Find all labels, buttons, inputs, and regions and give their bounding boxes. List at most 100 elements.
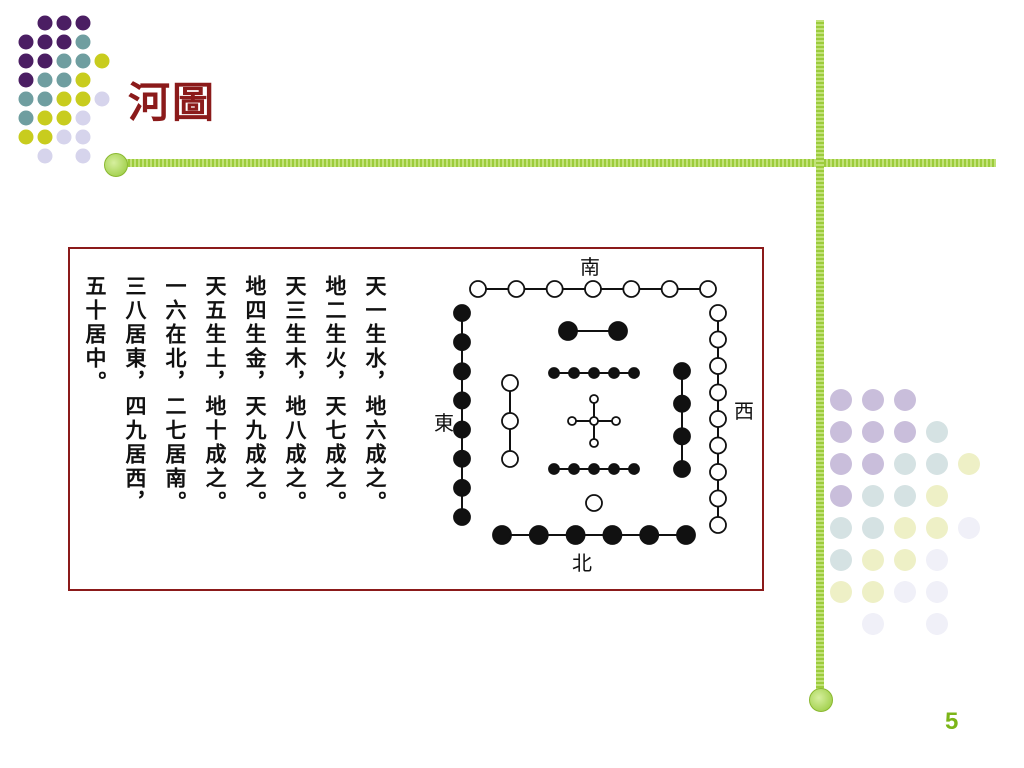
yin-dot <box>676 525 696 545</box>
text-column: 天一生水，地六成之。 <box>363 275 388 515</box>
yang-dot <box>709 516 727 534</box>
yin-dot <box>492 525 512 545</box>
yin-dot <box>588 463 600 475</box>
decorative-dot <box>75 34 91 50</box>
decorative-dot <box>75 129 91 145</box>
decorative-dot <box>75 91 91 107</box>
yin-dot <box>548 367 560 379</box>
yang-dot <box>709 330 727 349</box>
yang-dot <box>709 357 727 375</box>
decorative-dot <box>37 53 53 69</box>
yang-dot <box>709 436 727 455</box>
decorative-dot <box>37 15 53 31</box>
yang-dot <box>709 463 727 481</box>
direction-east: 東 <box>434 411 454 435</box>
decorative-dot <box>926 453 948 475</box>
decorative-dot <box>894 421 916 443</box>
decorative-dot <box>75 148 91 164</box>
decorative-dot <box>37 148 53 164</box>
decorative-dot <box>56 53 72 69</box>
yang-dot <box>589 416 599 426</box>
decorative-dot <box>926 613 948 635</box>
hetu-diagram <box>453 280 727 545</box>
decorative-dot <box>830 453 852 475</box>
decorative-dot <box>894 549 916 571</box>
decorative-dot <box>894 485 916 507</box>
text-column: 天五生土，地十成之。 <box>203 275 228 515</box>
decorative-dot <box>926 517 948 539</box>
decorative-dot <box>56 15 72 31</box>
decorative-dot <box>37 34 53 50</box>
yin-dot <box>628 463 640 475</box>
decorative-dot <box>830 485 852 507</box>
direction-north: 北 <box>572 551 592 575</box>
decorative-dot <box>894 517 916 539</box>
rule-knob-left <box>104 153 128 177</box>
text-column: 一六在北，二七居南。 <box>163 275 188 515</box>
yang-dot <box>589 394 599 404</box>
yang-dot <box>469 280 487 298</box>
decorative-dot <box>75 15 91 31</box>
decorative-dot <box>37 110 53 126</box>
yin-dot <box>568 463 580 475</box>
decorative-dot <box>830 389 852 411</box>
yang-dot <box>584 280 602 298</box>
decorative-dot <box>94 91 110 107</box>
vertical-rule <box>816 20 824 700</box>
decorative-dot <box>18 91 34 107</box>
decorative-dot <box>926 549 948 571</box>
decorative-dot <box>926 485 948 507</box>
page-number: 5 <box>945 708 959 735</box>
yin-dot <box>628 367 640 379</box>
yang-dot <box>660 280 679 298</box>
classical-text: 天一生水，地六成之。 地二生火，天七成之。 天三生木，地八成之。 地四生金，天九… <box>76 275 388 575</box>
yin-dot <box>528 525 549 545</box>
yin-dot <box>453 304 471 322</box>
yin-dot <box>608 463 620 475</box>
yin-dot <box>453 420 471 439</box>
decorative-dot <box>862 453 884 475</box>
decorative-dot <box>830 517 852 539</box>
text-column: 三八居東，四九居西， <box>123 275 148 515</box>
decorative-dot <box>75 53 91 69</box>
decorative-dot <box>958 453 980 475</box>
yang-dot <box>501 412 519 430</box>
yang-dot <box>545 280 564 298</box>
yin-dot <box>568 367 580 379</box>
yang-dot <box>501 450 519 468</box>
decorative-dot <box>18 72 34 88</box>
yin-dot <box>453 478 471 497</box>
yin-dot <box>558 321 578 341</box>
yang-dot <box>699 280 717 298</box>
decorative-dot <box>94 53 110 69</box>
decorative-dot <box>37 72 53 88</box>
decorative-dot <box>862 485 884 507</box>
text-column: 地四生金，天九成之。 <box>243 275 268 515</box>
rule-knob-bottom <box>809 688 833 712</box>
yin-dot <box>608 367 620 379</box>
yin-dot <box>673 460 691 478</box>
decorative-dot <box>37 91 53 107</box>
decorative-dot <box>18 53 34 69</box>
decorative-dot <box>862 613 884 635</box>
yang-dot <box>507 280 526 298</box>
yang-dot <box>611 416 621 426</box>
yin-dot <box>673 362 691 380</box>
yin-dot <box>548 463 560 475</box>
decorative-dot <box>56 110 72 126</box>
decorative-dot <box>56 129 72 145</box>
yin-dot <box>673 394 691 413</box>
decorative-dot <box>18 129 34 145</box>
decorative-dot <box>830 581 852 603</box>
yang-dot <box>501 374 519 392</box>
text-column: 天三生木，地八成之。 <box>283 275 308 515</box>
decorative-dot <box>926 581 948 603</box>
yin-dot <box>453 333 471 352</box>
yang-dot <box>709 383 727 402</box>
yin-dot <box>453 362 471 381</box>
decorative-dot <box>894 389 916 411</box>
decorative-dot <box>926 421 948 443</box>
decorative-dot <box>56 72 72 88</box>
yang-dot <box>589 438 599 448</box>
